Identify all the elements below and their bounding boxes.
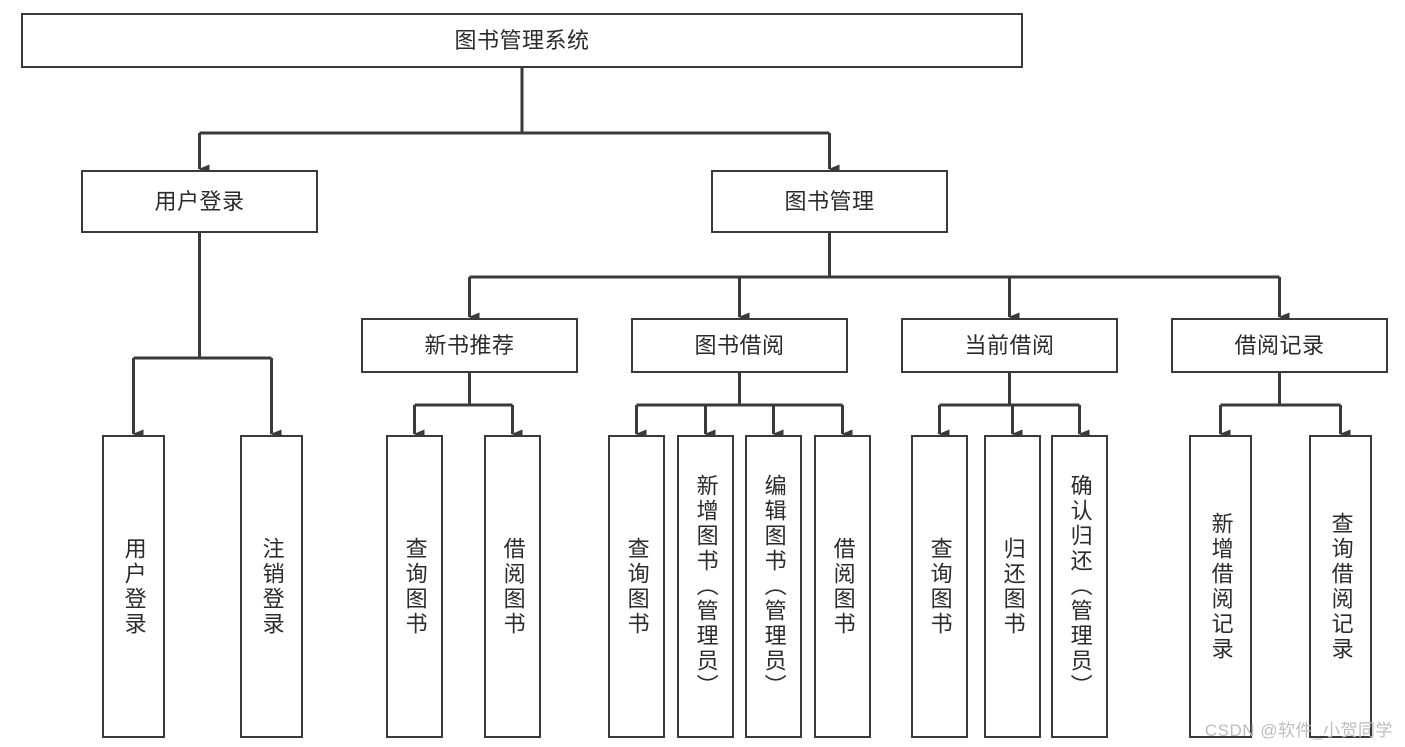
node-label-leaf-query-book-2: 查询图书 (624, 536, 650, 637)
node-label-leaf-add-book: 新增图书（管理员） (693, 474, 719, 699)
node-current-borrow[interactable]: 当前借阅 (901, 318, 1118, 373)
node-leaf-confirm-return[interactable]: 确认归还（管理员） (1051, 435, 1108, 738)
node-leaf-borrow-book-2[interactable]: 借阅图书 (814, 435, 871, 738)
node-label-leaf-confirm-return: 确认归还（管理员） (1067, 474, 1093, 699)
node-leaf-borrow-book-1[interactable]: 借阅图书 (484, 435, 541, 738)
node-label-borrow-record: 借阅记录 (1234, 332, 1325, 358)
node-user-login[interactable]: 用户登录 (81, 170, 318, 233)
node-leaf-query-record[interactable]: 查询借阅记录 (1309, 435, 1372, 738)
node-borrow-record[interactable]: 借阅记录 (1171, 318, 1388, 373)
node-leaf-edit-book[interactable]: 编辑图书（管理员） (745, 435, 802, 738)
node-label-leaf-query-record: 查询借阅记录 (1328, 511, 1354, 662)
node-leaf-query-book-2[interactable]: 查询图书 (608, 435, 665, 738)
node-label-new-book-rec: 新书推荐 (424, 332, 515, 358)
node-leaf-query-book-1[interactable]: 查询图书 (386, 435, 443, 738)
node-label-leaf-user-logout: 注销登录 (259, 536, 285, 637)
node-label-leaf-return-book: 归还图书 (1000, 536, 1026, 637)
node-leaf-return-book[interactable]: 归还图书 (984, 435, 1041, 738)
node-root[interactable]: 图书管理系统 (21, 13, 1023, 68)
node-label-leaf-borrow-book-1: 借阅图书 (500, 536, 526, 637)
node-label-leaf-query-book-1: 查询图书 (402, 536, 428, 637)
node-label-leaf-add-record: 新增借阅记录 (1208, 511, 1234, 662)
node-book-borrow[interactable]: 图书借阅 (631, 318, 848, 373)
node-label-leaf-query-book-3: 查询图书 (927, 536, 953, 637)
node-label-book-borrow: 图书借阅 (694, 332, 785, 358)
node-leaf-query-book-3[interactable]: 查询图书 (911, 435, 968, 738)
node-leaf-user-logout[interactable]: 注销登录 (240, 435, 303, 738)
node-label-user-login: 用户登录 (154, 188, 245, 214)
node-label-root: 图书管理系统 (454, 27, 590, 53)
node-leaf-user-login[interactable]: 用户登录 (102, 435, 165, 738)
node-label-leaf-borrow-book-2: 借阅图书 (830, 536, 856, 637)
node-label-book-manage: 图书管理 (784, 188, 875, 214)
node-label-current-borrow: 当前借阅 (964, 332, 1055, 358)
edge-group (132, 68, 1351, 439)
node-new-book-rec[interactable]: 新书推荐 (361, 318, 578, 373)
node-leaf-add-record[interactable]: 新增借阅记录 (1189, 435, 1252, 738)
csdn-watermark: CSDN @软件_小贺同学 (1204, 721, 1393, 740)
node-leaf-add-book[interactable]: 新增图书（管理员） (677, 435, 734, 738)
node-label-leaf-edit-book: 编辑图书（管理员） (761, 474, 787, 699)
node-label-leaf-user-login: 用户登录 (121, 536, 147, 637)
node-book-manage[interactable]: 图书管理 (711, 170, 948, 233)
